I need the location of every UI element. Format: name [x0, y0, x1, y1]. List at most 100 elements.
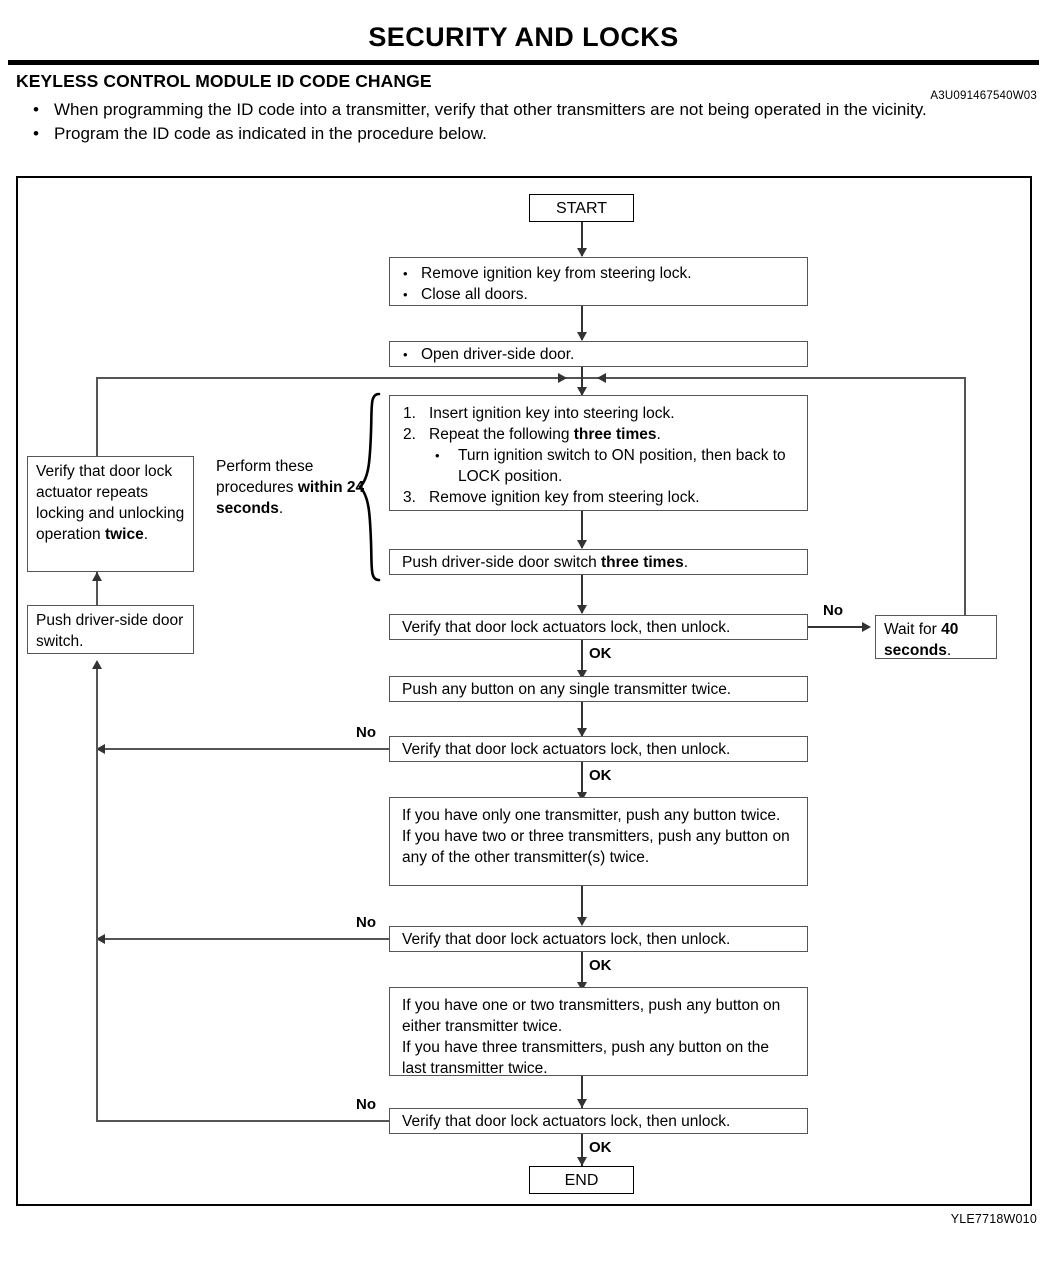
arrowhead-down-icon	[577, 1099, 587, 1108]
prepare-item: • Remove ignition key from steering lock…	[399, 263, 798, 284]
connector-verify3-no-to-left-rail	[96, 938, 389, 940]
left-verify-bold: twice	[104, 526, 144, 543]
node-prepare: • Remove ignition key from steering lock…	[389, 257, 808, 306]
connector-open-door-stub	[581, 367, 583, 379]
push-three-post: .	[683, 554, 689, 571]
arrowhead-down-icon	[577, 387, 587, 396]
left-push-switch-text: Push driver-side door switch.	[36, 612, 184, 650]
node-push-driver-door-switch: Push driver-side door switch.	[27, 605, 194, 654]
step-text-pre: Repeat the following	[429, 426, 574, 443]
arrowhead-down-icon	[577, 917, 587, 926]
arrowhead-down-icon	[577, 248, 587, 257]
node-verify-actuator-repeats: Verify that door lock actuator repeats l…	[27, 456, 194, 572]
node-verify-actuators-1: Verify that door lock actuators lock, th…	[389, 614, 808, 640]
connector-verify2-no-to-left-rail	[96, 748, 389, 750]
bullet-icon: •	[33, 124, 39, 143]
open-door-item: • Open driver-side door.	[399, 344, 798, 365]
bullet-icon: •	[435, 448, 440, 463]
timing-note-post: .	[278, 500, 284, 517]
verify-1-text: Verify that door lock actuators lock, th…	[402, 619, 731, 636]
bullet-icon: •	[33, 100, 39, 119]
document-reference-code: A3U091467540W03	[930, 90, 1037, 102]
step-number: 1.	[403, 405, 416, 422]
edge-label-no-4: No	[356, 1096, 376, 1113]
node-key-cycle-procedure: 1. Insert ignition key into steering loc…	[389, 395, 808, 511]
feedback-rail-right-horizontal	[582, 377, 966, 379]
connector-verify4-ok-to-end	[581, 1134, 583, 1166]
prepare-item-text: Close all doors.	[421, 286, 528, 303]
other-transmitters-line-2: If you have two or three transmitters, p…	[402, 828, 790, 866]
prepare-item: • Close all doors.	[399, 284, 798, 305]
connector-verify4-no-to-left-rail	[96, 1120, 389, 1122]
push-single-text: Push any button on any single transmitte…	[402, 681, 732, 698]
bullet-icon: •	[403, 287, 408, 302]
wait-pre: Wait for	[884, 621, 942, 638]
edge-label-ok-1: OK	[589, 645, 612, 662]
verify-4-text: Verify that door lock actuators lock, th…	[402, 1113, 731, 1130]
left-verify-post: .	[143, 526, 149, 543]
arrowhead-up-icon	[92, 660, 102, 669]
node-wait-40-seconds: Wait for 40 seconds.	[875, 615, 997, 659]
connector-verify2-ok-to-other-transmitters	[581, 762, 583, 800]
substep-text: Turn ignition switch to ON position, the…	[458, 447, 786, 485]
intro-notes-list: • When programming the ID code into a tr…	[24, 99, 1014, 147]
push-three-bold: three times	[601, 554, 684, 571]
node-end-label: END	[564, 1171, 599, 1189]
section-heading: KEYLESS CONTROL MODULE ID CODE CHANGE	[16, 71, 432, 91]
title-divider	[8, 60, 1039, 65]
connector-key-cycle-to-push-three	[581, 511, 583, 548]
arrowhead-down-icon	[577, 605, 587, 614]
verify-3-text: Verify that door lock actuators lock, th…	[402, 931, 731, 948]
connector-push-single-to-verify2	[581, 702, 583, 736]
other-transmitters-line-1: If you have only one transmitter, push a…	[402, 807, 781, 824]
edge-label-ok-2: OK	[589, 767, 612, 784]
note-text: When programming the ID code into a tran…	[54, 100, 927, 119]
edge-label-no-2: No	[356, 724, 376, 741]
feedback-rail-left-vertical	[96, 377, 98, 462]
step-text-bold: three times	[573, 426, 657, 443]
step-text-post: .	[656, 426, 661, 443]
connector-push-switch-to-verify-actuator	[96, 572, 98, 605]
arrowhead-down-icon	[577, 540, 587, 549]
connector-push-three-to-verify1	[581, 575, 583, 613]
note-text: Program the ID code as indicated in the …	[54, 124, 487, 143]
node-verify-actuators-2: Verify that door lock actuators lock, th…	[389, 736, 808, 762]
note-item: • When programming the ID code into a tr…	[24, 99, 1014, 121]
verify-2-text: Verify that door lock actuators lock, th…	[402, 741, 731, 758]
key-cycle-step: 2. Repeat the following three times. • T…	[402, 424, 795, 487]
node-verify-actuators-4: Verify that door lock actuators lock, th…	[389, 1108, 808, 1134]
push-three-pre: Push driver-side door switch	[402, 554, 601, 571]
arrowhead-right-icon	[862, 622, 871, 632]
edge-label-ok-3: OK	[589, 957, 612, 974]
page-title: SECURITY AND LOCKS	[368, 22, 679, 52]
wait-bold: 40 seconds	[884, 621, 959, 659]
timing-brace-icon	[357, 392, 383, 582]
figure-reference-code: YLE7718W010	[950, 1212, 1037, 1226]
feedback-rail-left-horizontal	[96, 377, 582, 379]
edge-label-no-3: No	[356, 914, 376, 931]
feedback-rail-left-trunk	[96, 668, 98, 1121]
connector-verify1-ok-to-push-single	[581, 640, 583, 678]
edge-label-no-1: No	[823, 602, 843, 619]
arrowhead-down-icon	[577, 332, 587, 341]
timing-note: Perform these procedures within 24 secon…	[216, 456, 366, 519]
arrowhead-left-icon	[96, 934, 105, 944]
edge-label-ok-4: OK	[589, 1139, 612, 1156]
connector-prepare-to-open-door	[581, 306, 583, 340]
step-number: 2.	[403, 426, 416, 443]
connector-start-to-prepare	[581, 222, 583, 256]
arrowhead-up-icon	[92, 572, 102, 581]
key-cycle-step: 1. Insert ignition key into steering loc…	[402, 403, 795, 424]
bullet-icon: •	[403, 266, 408, 281]
node-verify-actuators-3: Verify that door lock actuators lock, th…	[389, 926, 808, 952]
connector-other-transmitters-to-verify3	[581, 886, 583, 920]
arrowhead-right-icon	[558, 373, 567, 383]
step-number: 3.	[403, 489, 416, 506]
node-open-driver-door: • Open driver-side door.	[389, 341, 808, 367]
node-push-door-switch-three-times: Push driver-side door switch three times…	[389, 549, 808, 575]
bullet-icon: •	[403, 347, 408, 362]
last-transmitter-line-2: If you have three transmitters, push any…	[402, 1039, 770, 1077]
key-cycle-substep: • Turn ignition switch to ON position, t…	[429, 445, 795, 487]
flowchart-frame	[16, 176, 1032, 1206]
